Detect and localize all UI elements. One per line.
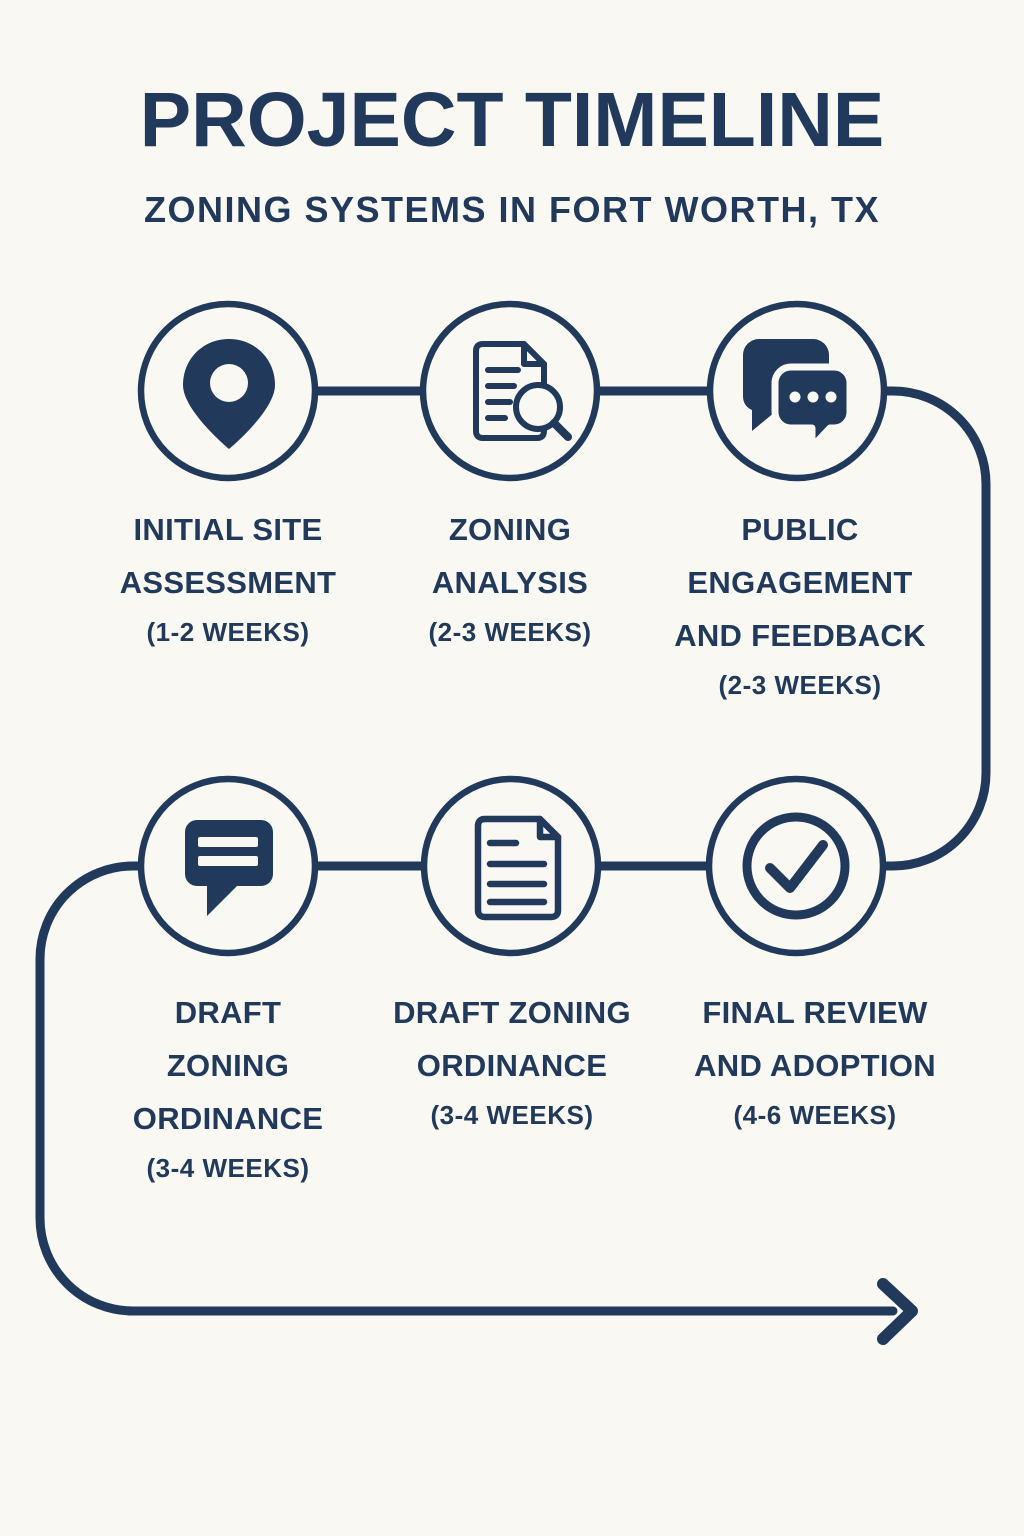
check-circle-icon <box>742 812 850 920</box>
location-pin-icon <box>183 339 275 449</box>
step-duration: (4-6 WEEKS) <box>733 1100 897 1130</box>
step-label-5: DRAFT ZONING ORDINANCE (3-4 WEEKS) <box>342 986 682 1132</box>
step-label-6: FINAL REVIEW AND ADOPTION (4-6 WEEKS) <box>640 986 990 1132</box>
step-label-4: DRAFT ZONING ORDINANCE (3-4 WEEKS) <box>68 986 388 1185</box>
step-duration: (3-4 WEEKS) <box>146 1153 310 1183</box>
step-title-line: INITIAL SITE <box>133 512 323 547</box>
step-title-line: FINAL REVIEW <box>702 995 928 1030</box>
step-title-line: PUBLIC <box>741 512 859 547</box>
speech-bubble-icon <box>185 820 273 916</box>
chat-bubbles-icon <box>743 339 854 451</box>
connector-right-curve <box>878 386 991 871</box>
document-search-icon <box>473 341 572 441</box>
step-title-line: DRAFT ZONING <box>393 995 631 1030</box>
step-title-line: ENGAGEMENT <box>687 565 913 600</box>
page-title: PROJECT TIMELINE <box>139 77 885 163</box>
step-title-line: ZONING <box>448 512 572 547</box>
step-duration: (3-4 WEEKS) <box>430 1100 594 1130</box>
step-circles <box>137 300 888 957</box>
step-title-line: AND ADOPTION <box>694 1048 936 1083</box>
connector-left-curve-to-arrow <box>35 861 898 1316</box>
step-title-line: ORDINANCE <box>132 1101 324 1136</box>
document-icon <box>474 815 562 921</box>
step-title-line: AND FEEDBACK <box>674 618 926 653</box>
step-title-line: ZONING <box>166 1048 290 1083</box>
step-label-3: PUBLIC ENGAGEMENT AND FEEDBACK (2-3 WEEK… <box>630 503 970 702</box>
step-label-1: INITIAL SITE ASSESSMENT (1-2 WEEKS) <box>68 503 388 649</box>
step-title-line: ASSESSMENT <box>119 565 337 600</box>
step-title-line: ANALYSIS <box>431 565 589 600</box>
step-duration: (2-3 WEEKS) <box>428 617 592 647</box>
step-label-2: ZONING ANALYSIS (2-3 WEEKS) <box>350 503 670 649</box>
step-duration: (1-2 WEEKS) <box>146 617 310 647</box>
flow-arrow-head <box>877 1278 918 1345</box>
step-title-line: ORDINANCE <box>416 1048 608 1083</box>
step-duration: (2-3 WEEKS) <box>718 670 882 700</box>
step-circle-6 <box>705 775 887 957</box>
page-subtitle: ZONING SYSTEMS IN FORT WORTH, TX <box>144 189 880 230</box>
timeline-connectors <box>35 386 991 1316</box>
step-title-line: DRAFT <box>174 995 282 1030</box>
